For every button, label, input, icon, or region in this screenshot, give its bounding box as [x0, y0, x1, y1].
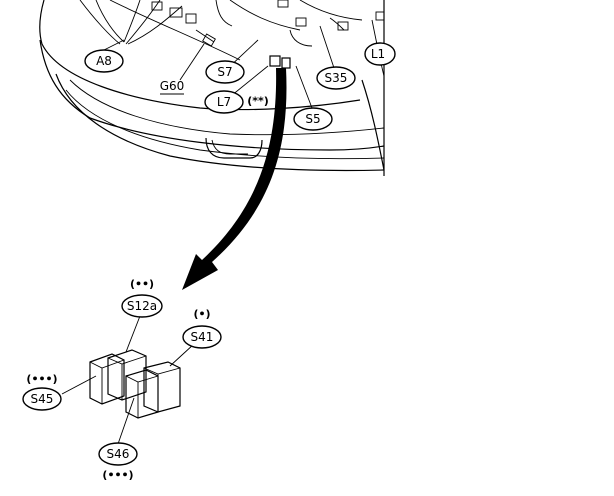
label-s46: S46 (•••)	[98, 442, 138, 482]
label-s46-text: S46	[107, 447, 130, 461]
label-l7-text: L7	[217, 95, 231, 109]
label-s45-text: S45	[31, 392, 54, 406]
label-l1-text: L1	[371, 47, 385, 61]
label-s35: S35	[316, 66, 356, 90]
label-s45-mark: (•••)	[26, 373, 57, 386]
label-s41-text: S41	[191, 330, 214, 344]
label-s45: (•••) S45	[22, 373, 62, 411]
label-s7: S7	[205, 60, 245, 84]
label-s12a: (••) S12a	[121, 278, 163, 318]
label-s41: (•) S41	[182, 308, 222, 349]
callout-arrow	[182, 68, 287, 290]
label-s5: S5	[293, 107, 333, 131]
car-front-drawing	[39, 0, 385, 176]
label-a8-text: A8	[96, 54, 112, 68]
label-s5-text: S5	[305, 112, 320, 126]
relay-leader-lines	[61, 315, 195, 445]
label-g60-text: G60	[160, 79, 185, 93]
label-l7: L7 (**)	[204, 90, 269, 114]
label-s46-mark: (•••)	[102, 469, 133, 482]
label-a8: A8	[84, 49, 124, 73]
relay-cluster	[89, 349, 181, 419]
label-l7-mark: (**)	[247, 95, 269, 108]
label-s12a-mark: (••)	[130, 278, 154, 291]
label-g60: G60	[160, 79, 185, 95]
label-l1: L1	[364, 42, 396, 66]
label-s12a-text: S12a	[127, 299, 157, 313]
label-s41-mark: (•)	[193, 308, 210, 321]
label-s7-text: S7	[217, 65, 232, 79]
label-s35-text: S35	[325, 71, 348, 85]
